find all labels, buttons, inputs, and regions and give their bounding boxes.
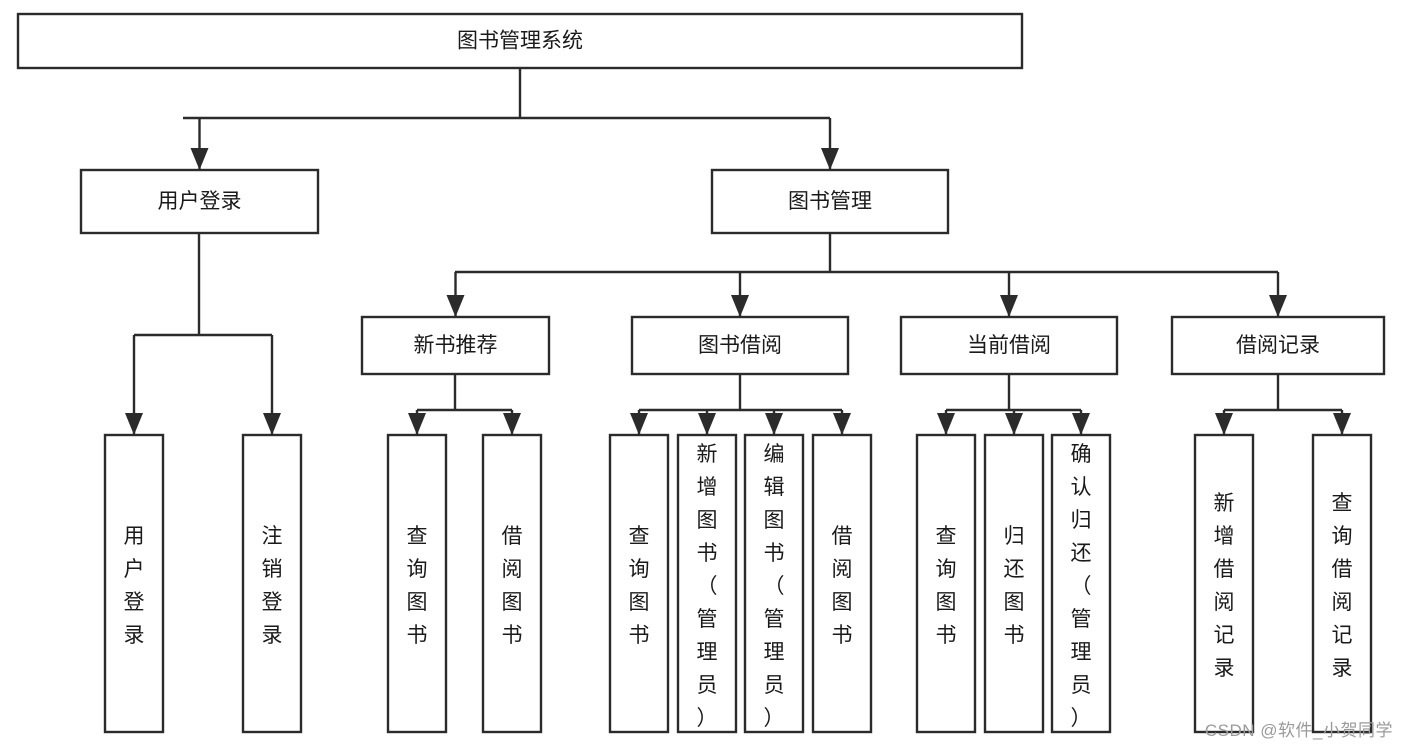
arrow-head [833,413,851,435]
node-level2-1[interactable]: 图书管理 [710,168,950,235]
node-leaf-11-rect[interactable] [1193,433,1255,734]
node-leaf-6-label: 编辑图书（管理员） [764,443,785,730]
arrow-head [1005,413,1023,435]
node-root-rect[interactable] [16,12,1024,70]
node-level2-0[interactable]: 用户登录 [79,168,320,235]
arrow-head [765,413,783,435]
node-level3-1-label: 图书借阅 [698,334,782,357]
watermark-label: CSDN @软件_小贺同学 [1204,721,1393,740]
node-leaf-1[interactable]: 注销登录 [241,433,303,734]
node-level3-0[interactable]: 新书推荐 [360,315,551,376]
arrow-head [731,295,749,317]
node-leaf-9-rect[interactable] [983,433,1045,734]
arrow-head [190,148,209,170]
node-level3-2[interactable]: 当前借阅 [899,315,1119,376]
node-leaf-2-label: 查询图书 [407,525,428,647]
node-leaf-4-rect[interactable] [608,433,670,734]
node-leaf-5[interactable]: 新增图书（管理员） [676,433,738,734]
node-level3-3-label: 借阅记录 [1236,334,1320,357]
arrow-head [630,413,648,435]
node-leaf-2[interactable]: 查询图书 [386,433,448,734]
arrow-head [1000,295,1018,317]
arrow-head [408,413,426,435]
node-level2-0-label: 用户登录 [158,190,242,213]
node-leaf-3-rect[interactable] [481,433,543,734]
node-leaf-11[interactable]: 新增借阅记录 [1193,433,1255,734]
node-leaf-11-label: 新增借阅记录 [1214,492,1235,680]
node-root[interactable]: 图书管理系统 [16,12,1024,70]
arrow-head [1072,413,1090,435]
node-leaf-4-label: 查询图书 [629,525,650,647]
node-leaf-3[interactable]: 借阅图书 [481,433,543,734]
node-leaf-2-rect[interactable] [386,433,448,734]
node-leaf-0-label: 用户登录 [124,525,145,647]
node-leaf-10-label: 确认归还（管理员） [1071,443,1092,730]
node-level3-3[interactable]: 借阅记录 [1170,315,1386,376]
node-leaf-5-rect[interactable] [676,433,738,734]
node-leaf-6[interactable]: 编辑图书（管理员） [743,433,805,734]
node-leaf-12-rect[interactable] [1311,433,1373,734]
node-leaf-8[interactable]: 查询图书 [915,433,977,734]
node-leaf-0-rect[interactable] [103,433,165,734]
node-leaf-8-label: 查询图书 [936,525,957,647]
node-level2-0-rect[interactable] [79,168,320,235]
arrow-head [125,413,143,435]
arrow-head [937,413,955,435]
node-level3-0-label: 新书推荐 [414,334,498,357]
node-root-label: 图书管理系统 [457,30,583,53]
node-leaf-7[interactable]: 借阅图书 [811,433,873,734]
node-level3-0-rect[interactable] [360,315,551,376]
arrow-head [263,413,281,435]
node-level3-1-rect[interactable] [630,315,850,376]
arrow-head [446,295,465,317]
node-level2-1-rect[interactable] [710,168,950,235]
node-leaf-4[interactable]: 查询图书 [608,433,670,734]
node-leaf-9[interactable]: 归还图书 [983,433,1045,734]
node-level3-1[interactable]: 图书借阅 [630,315,850,376]
node-leaf-9-label: 归还图书 [1004,525,1025,647]
node-level2-1-label: 图书管理 [788,190,872,213]
node-leaf-0[interactable]: 用户登录 [103,433,165,734]
arrow-head [1215,413,1233,435]
arrow-head [1333,413,1351,435]
node-leaf-12-label: 查询借阅记录 [1332,492,1353,680]
node-leaf-1-label: 注销登录 [262,525,283,647]
node-leaf-6-rect[interactable] [743,433,805,734]
node-leaf-8-rect[interactable] [915,433,977,734]
arrow-head [1269,295,1287,317]
node-leaf-1-rect[interactable] [241,433,303,734]
node-level3-2-label: 当前借阅 [967,334,1051,357]
node-leaf-3-label: 借阅图书 [502,525,523,647]
node-leaf-12[interactable]: 查询借阅记录 [1311,433,1373,734]
node-leaf-7-rect[interactable] [811,433,873,734]
arrow-head [698,413,716,435]
node-leaf-10[interactable]: 确认归还（管理员） [1050,433,1112,734]
arrow-head [503,413,521,435]
node-level3-2-rect[interactable] [899,315,1119,376]
node-layer: 图书管理系统用户登录图书管理新书推荐图书借阅当前借阅借阅记录用户登录注销登录查询… [16,12,1386,734]
node-leaf-10-rect[interactable] [1050,433,1112,734]
node-level3-3-rect[interactable] [1170,315,1386,376]
node-leaf-5-label: 新增图书（管理员） [697,443,718,730]
node-leaf-7-label: 借阅图书 [832,525,853,647]
arrow-head [821,148,839,170]
connector-layer [125,68,1351,435]
